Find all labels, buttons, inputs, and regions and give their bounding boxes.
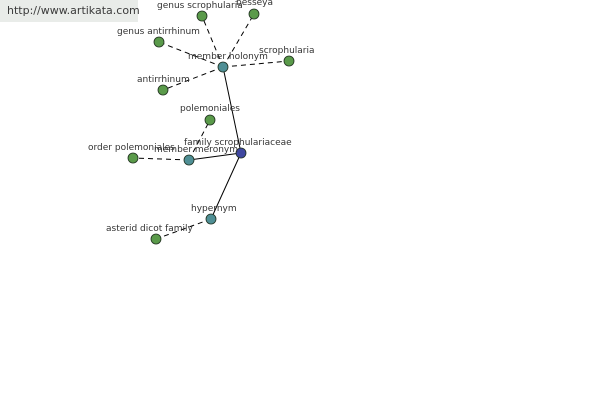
- node-holonym[interactable]: [217, 61, 229, 73]
- node-asterid-dicot-family[interactable]: [150, 233, 162, 245]
- node-center[interactable]: [235, 147, 247, 159]
- label-asterid-dicot-family[interactable]: asterid dicot family: [106, 224, 194, 234]
- label-meronym[interactable]: member meronym: [154, 145, 238, 155]
- edge-holonym-genus-scrophularia: [201, 15, 224, 68]
- node-meronym[interactable]: [183, 154, 195, 166]
- node-genus-scrophularia[interactable]: [196, 10, 208, 22]
- edge-holonym-antirrhinum: [162, 66, 224, 91]
- label-antirrhinum[interactable]: antirrhinum: [137, 75, 190, 85]
- graph-nodes: [127, 8, 295, 245]
- label-scrophularia[interactable]: scrophularia: [259, 46, 315, 56]
- edge-meronym-polemoniales: [188, 119, 211, 161]
- label-hypernym[interactable]: hypernym: [191, 204, 237, 214]
- edge-meronym-order-polemoniales: [132, 157, 190, 161]
- label-genus-scrophularia[interactable]: genus scrophularia: [157, 1, 243, 11]
- edge-holonym-genus-antirrhinum: [158, 41, 224, 68]
- label-besseya[interactable]: besseya: [236, 0, 273, 8]
- node-genus-antirrhinum[interactable]: [153, 36, 165, 48]
- graph-labels: family scrophulariaceae member holonym mem…: [88, 0, 315, 234]
- node-polemoniales[interactable]: [204, 114, 216, 126]
- node-hypernym[interactable]: [205, 213, 217, 225]
- label-genus-antirrhinum[interactable]: genus antirrhinum: [117, 27, 200, 37]
- node-antirrhinum[interactable]: [157, 84, 169, 96]
- label-order-polemoniales[interactable]: order polemoniales: [88, 143, 175, 153]
- label-center[interactable]: family scrophulariaceae: [184, 138, 292, 148]
- edge-center-meronym: [188, 152, 242, 161]
- graph-edges: [132, 13, 290, 240]
- edge-center-holonym: [222, 66, 242, 154]
- watermark-url[interactable]: http://www.artikata.com: [0, 0, 140, 22]
- edge-center-hypernym: [210, 152, 242, 220]
- edge-holonym-besseya: [222, 13, 255, 68]
- edge-hypernym-asterid-dicot-family: [155, 218, 212, 240]
- label-holonym[interactable]: member holonym: [188, 52, 268, 62]
- node-besseya[interactable]: [248, 8, 260, 20]
- node-order-polemoniales[interactable]: [127, 152, 139, 164]
- label-polemoniales[interactable]: polemoniales: [180, 104, 240, 114]
- node-scrophularia[interactable]: [283, 55, 295, 67]
- edge-holonym-scrophularia: [222, 60, 290, 68]
